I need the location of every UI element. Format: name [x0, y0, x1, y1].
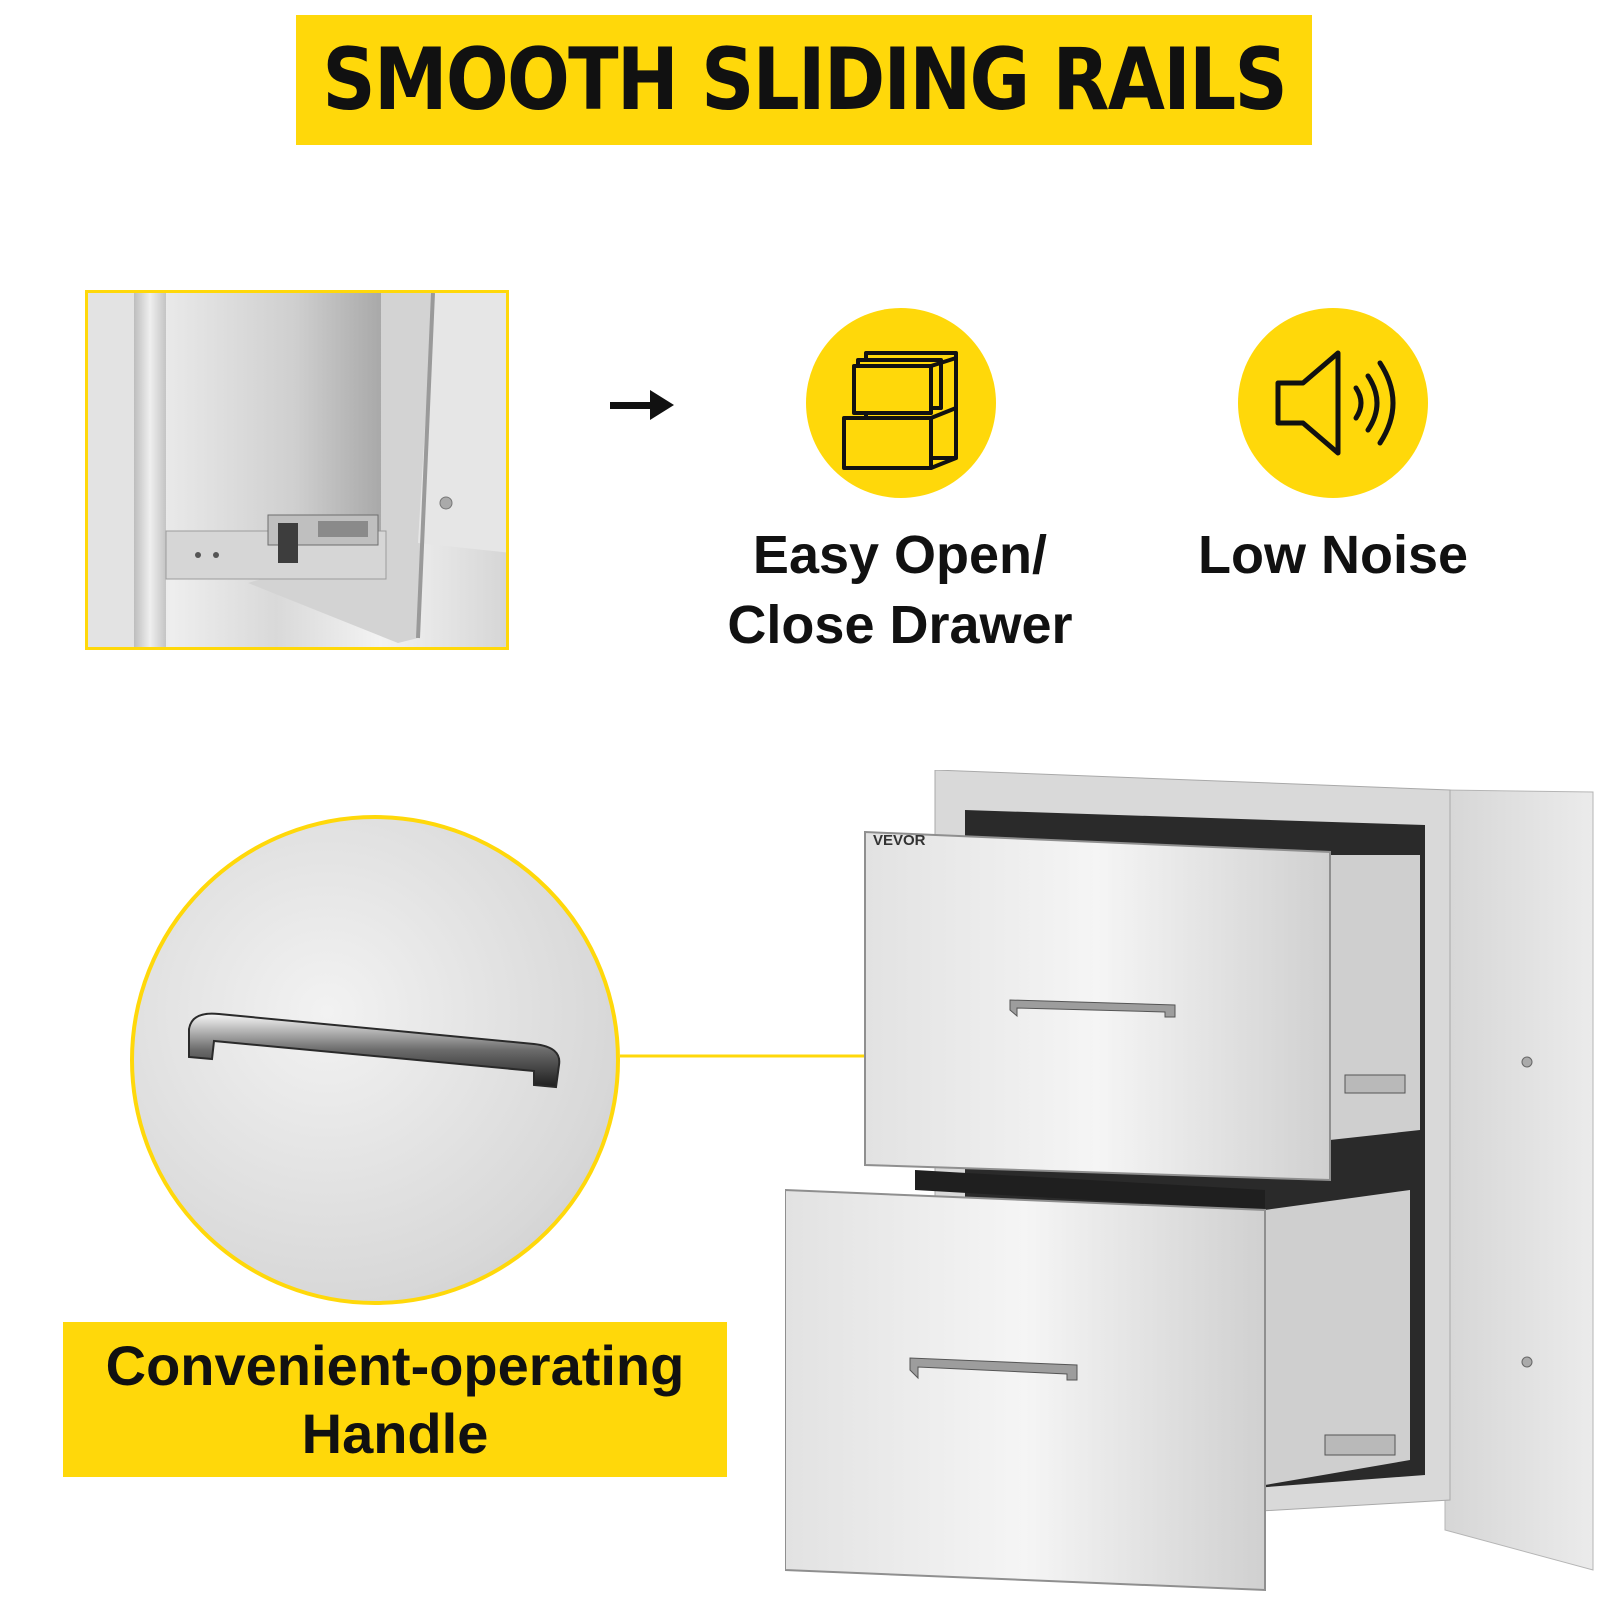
drawer-cabinet-image: VEVOR	[784, 769, 1595, 1600]
feature-label-easy-open: Easy Open/ Close Drawer	[727, 525, 1073, 655]
title-banner: SMOOTH SLIDING RAILS	[296, 15, 1312, 145]
arrow-right-icon	[610, 390, 674, 420]
handle-closeup-image	[188, 1012, 561, 1089]
feature-circle-noise	[1238, 308, 1428, 498]
handle-caption: Convenient-operating Handle	[63, 1322, 727, 1477]
speaker-icon	[1275, 350, 1396, 456]
feature-label-low-noise: Low Noise	[1197, 525, 1469, 585]
handle-zoom-circle	[130, 815, 620, 1305]
rail-closeup-image	[88, 293, 506, 647]
title-text: SMOOTH SLIDING RAILS	[322, 30, 1287, 130]
feature-circle-drawer	[806, 308, 996, 498]
brand-logo: VEVOR	[873, 832, 926, 849]
drawer-icon	[842, 351, 958, 470]
rail-closeup-photo	[85, 290, 509, 650]
